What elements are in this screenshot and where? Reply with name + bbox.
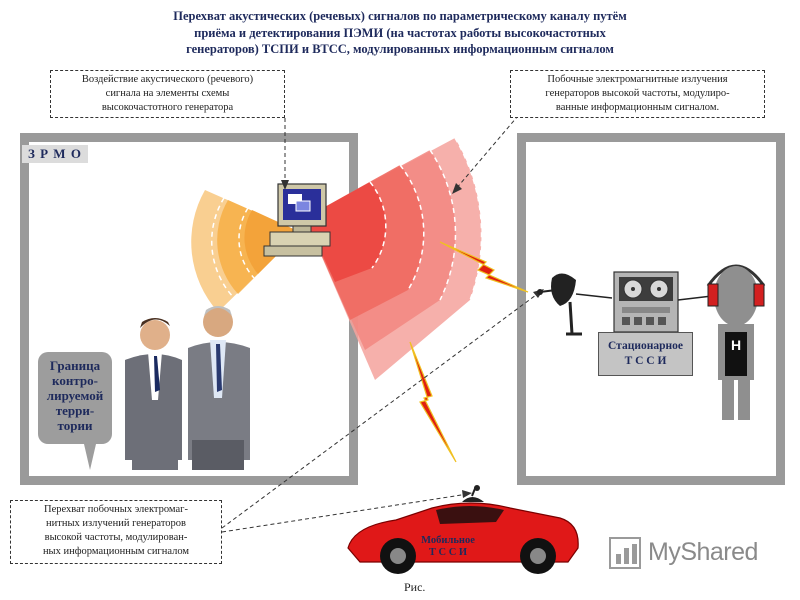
arrow-emissions-to-wave bbox=[454, 109, 524, 191]
note-intercept: Перехват побочных электромаг- нитных изл… bbox=[10, 500, 222, 564]
person-left-icon bbox=[125, 318, 182, 470]
note-acoustic-line-1: Воздействие акустического (речевого) bbox=[81, 74, 254, 85]
title-line-1: Перехват акустических (речевых) сигналов… bbox=[173, 9, 627, 23]
boundary-callout-tail bbox=[84, 444, 96, 470]
person-right-icon bbox=[188, 306, 250, 470]
computer-icon bbox=[263, 183, 331, 257]
note-emissions-line-2: генераторов высокой частоты, модулиро- bbox=[545, 88, 730, 99]
note-intercept-line-1: Перехват побочных электромаг- bbox=[44, 504, 188, 515]
listener-letter: Н bbox=[730, 337, 742, 353]
note-intercept-line-3: высокой частоты, модулирован- bbox=[44, 532, 188, 543]
mobile-line-2: Т С С И bbox=[428, 547, 468, 558]
em-wave-fan bbox=[305, 137, 483, 380]
watermark-text: MyShared bbox=[648, 538, 758, 566]
note-acoustic-line-3: высокочастотного генератора bbox=[101, 102, 234, 113]
lightning-to-car-icon bbox=[409, 341, 457, 463]
stationary-tssi-label: Стационарное Т С С И bbox=[598, 332, 693, 376]
arrow-intercept-to-antenna bbox=[221, 291, 541, 529]
boundary-line-2: контро- bbox=[52, 373, 98, 388]
tape-recorder-icon bbox=[613, 271, 713, 333]
note-intercept-line-2: нитных излучений генераторов bbox=[46, 518, 186, 529]
car-icon bbox=[347, 485, 579, 574]
note-emissions-line-3: ванные информационным сигналом. bbox=[555, 102, 720, 113]
arrowhead-car bbox=[462, 490, 472, 498]
boundary-callout: Граница контро- лируемой терри- тории bbox=[38, 352, 112, 444]
boundary-line-4: терри- bbox=[55, 403, 95, 418]
arrowhead-pc bbox=[281, 180, 289, 190]
page-title: Перехват акустических (речевых) сигналов… bbox=[100, 8, 700, 58]
mobile-line-1: Мобильное bbox=[421, 535, 475, 546]
note-em-emissions: Побочные электромагнитные излучения гене… bbox=[510, 70, 765, 118]
arrowhead-wave bbox=[452, 183, 462, 194]
title-line-3: генераторов) ТСПИ и ВТСС, модулированных… bbox=[186, 42, 614, 56]
note-emissions-line-1: Побочные электромагнитные излучения bbox=[547, 74, 728, 85]
antenna-icon bbox=[537, 273, 613, 336]
listener-with-headphones-icon bbox=[706, 264, 766, 420]
watermark-logo-icon bbox=[609, 537, 641, 569]
note-intercept-line-4: ных информационным сигналом bbox=[42, 546, 190, 557]
boundary-line-5: тории bbox=[57, 418, 93, 433]
lightning-to-station-icon bbox=[439, 241, 529, 293]
note-acoustic-line-2: сигнала на элементы схемы bbox=[105, 88, 230, 99]
station-line-1: Стационарное bbox=[608, 340, 683, 352]
boundary-line-3: лируемой bbox=[46, 388, 104, 403]
title-line-2: приёма и детектирования ПЭМИ (на частота… bbox=[194, 25, 606, 40]
figure-caption: Рис. bbox=[404, 580, 426, 594]
mobile-tssi-label: Мобильное Т С С И bbox=[418, 535, 478, 559]
note-acoustic-impact: Воздействие акустического (речевого) сиг… bbox=[50, 70, 285, 118]
zone-label: З Р М О bbox=[22, 145, 88, 163]
station-line-2: Т С С И bbox=[624, 355, 667, 367]
boundary-line-1: Граница bbox=[49, 358, 101, 373]
